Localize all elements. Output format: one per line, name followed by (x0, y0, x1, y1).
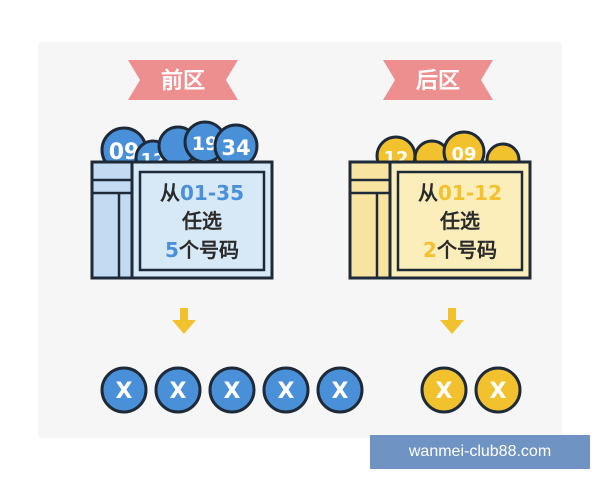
back-pick-ball: X (420, 366, 468, 414)
back-range-prefix: 从 (418, 181, 438, 205)
back-range-line: 从01-12 (418, 181, 502, 205)
front-pick-ball: X (100, 366, 148, 414)
front-range-prefix: 从 (160, 181, 180, 205)
front-range-value: 01-35 (180, 181, 244, 205)
front-pick-symbol: X (170, 379, 187, 404)
front-title: 前区 (161, 68, 205, 94)
back-pick-symbol: X (490, 379, 507, 404)
front-pick-ball: X (316, 366, 364, 414)
back-pick-ball: X (474, 366, 522, 414)
front-pick-symbol: X (332, 379, 349, 404)
back-count-line: 2个号码 (423, 238, 497, 262)
front-pick-symbol: X (224, 379, 241, 404)
front-pick-ball: X (262, 366, 310, 414)
front-ribbon: 前区 (128, 60, 238, 100)
back-count-value: 2 (423, 238, 437, 262)
front-pick-symbol: X (278, 379, 295, 404)
watermark: wanmei-club88.com (370, 435, 590, 469)
back-ribbon: 后区 (383, 60, 493, 100)
front-pick-ball: X (154, 366, 202, 414)
front-range-line: 从01-35 (160, 181, 244, 205)
back-zone: 后区 12 09 (348, 60, 532, 414)
front-ball-number: 19 (192, 133, 218, 155)
front-pick-symbol: X (116, 379, 133, 404)
back-title: 后区 (416, 69, 460, 94)
front-count-line: 5个号码 (165, 238, 239, 262)
front-pick-ball: X (208, 366, 256, 414)
back-box (348, 160, 532, 280)
back-range-value: 01-12 (438, 181, 502, 205)
back-pick-symbol: X (436, 379, 453, 404)
ball-icon: 34 (213, 123, 259, 169)
back-choose-text: 任选 (439, 209, 480, 233)
back-ball-number: 09 (451, 144, 476, 165)
front-count-suffix: 个号码 (178, 238, 239, 262)
front-ball-number: 34 (221, 136, 250, 160)
front-box (90, 160, 274, 280)
front-choose-text: 任选 (181, 209, 222, 233)
down-arrow-icon (440, 308, 464, 334)
front-zone: 前区 09 12 19 34 (90, 60, 364, 414)
front-count-value: 5 (165, 238, 179, 262)
down-arrow-icon (172, 308, 196, 334)
back-count-suffix: 个号码 (436, 238, 497, 262)
